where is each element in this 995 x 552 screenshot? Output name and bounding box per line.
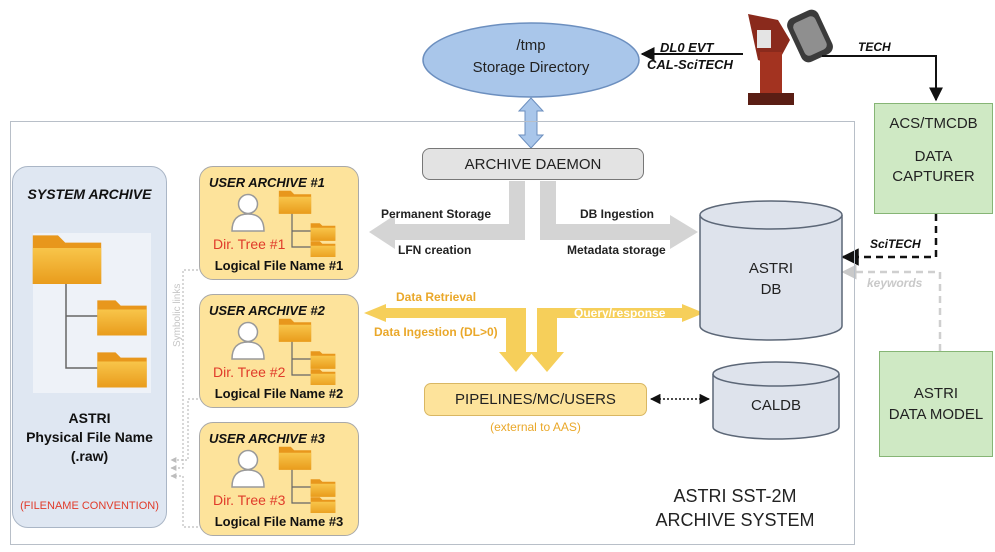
logical-file-name: Logical File Name #1 bbox=[214, 258, 344, 273]
db-ingestion-label: DB Ingestion bbox=[580, 207, 654, 221]
folder-icon bbox=[32, 235, 102, 284]
folder-tree-icon bbox=[278, 190, 336, 257]
physical-file-name: ASTRI Physical File Name (.raw) bbox=[26, 410, 153, 464]
user-icon bbox=[230, 319, 266, 361]
cal-scitech-label: CAL-SciTECH bbox=[647, 57, 733, 72]
tmp-storage-ellipse bbox=[422, 22, 640, 98]
astri-data-model-box: ASTRI DATA MODEL bbox=[879, 351, 993, 457]
folder-tree-icon bbox=[278, 318, 336, 385]
permanent-storage-arrow bbox=[369, 181, 525, 249]
telescope-icon bbox=[748, 9, 833, 105]
user-archive-2: USER ARCHIVE #2 Dir. Tree #2 Logical Fil… bbox=[199, 294, 359, 408]
data-retrieval-label: Data Retrieval bbox=[396, 290, 477, 304]
filename-convention: (FILENAME CONVENTION) bbox=[20, 500, 159, 512]
astri-db-label: ASTRI DB bbox=[748, 260, 794, 298]
dir-tree-label: Dir. Tree #2 bbox=[213, 364, 286, 380]
caldb-cylinder bbox=[712, 361, 840, 440]
folder-icon bbox=[97, 352, 147, 388]
query-response-arrow bbox=[530, 304, 704, 372]
caldb-label: CALDB bbox=[750, 397, 802, 414]
symbolic-link-lines bbox=[170, 269, 198, 528]
scitech-dashed-arrow bbox=[841, 214, 938, 266]
system-archive-folder-tree bbox=[32, 233, 151, 393]
db-ingestion-arrow bbox=[540, 181, 698, 249]
lfn-creation-label: LFN creation bbox=[398, 243, 472, 257]
metadata-storage-label: Metadata storage bbox=[567, 243, 666, 257]
folder-tree-icon bbox=[278, 446, 336, 513]
archive-daemon-box: ARCHIVE DAEMON bbox=[422, 148, 644, 180]
keywords-dashed-arrow bbox=[841, 264, 942, 351]
tech-label: TECH bbox=[858, 40, 891, 54]
logical-file-name: Logical File Name #2 bbox=[214, 386, 344, 401]
dir-tree-label: Dir. Tree #1 bbox=[213, 236, 286, 252]
tmp-storage-label: /tmp Storage Directory bbox=[472, 37, 590, 76]
user-archive-title: USER ARCHIVE #1 bbox=[209, 175, 325, 190]
system-archive-title: SYSTEM ARCHIVE bbox=[27, 186, 152, 202]
user-icon bbox=[230, 191, 266, 233]
permanent-storage-label: Permanent Storage bbox=[381, 207, 492, 221]
data-ingestion-label: Data Ingestion (DL>0) bbox=[374, 325, 498, 339]
tech-arrow bbox=[822, 55, 943, 102]
scitech-label: SciTECH bbox=[870, 237, 921, 251]
pipelines-box: PIPELINES/MC/USERS bbox=[424, 383, 647, 416]
user-archive-title: USER ARCHIVE #2 bbox=[209, 303, 325, 318]
symbolic-links-label: Symbolic links bbox=[172, 283, 183, 347]
user-archive-3: USER ARCHIVE #3 Dir. Tree #3 Logical Fil… bbox=[199, 422, 359, 536]
external-note: (external to AAS) bbox=[490, 420, 581, 434]
acs-data-capturer-box: ACS/TMCDB DATA CAPTURER bbox=[874, 103, 993, 214]
user-icon bbox=[230, 447, 266, 489]
archive-system-title: ASTRI SST-2M ARCHIVE SYSTEM bbox=[655, 486, 815, 530]
user-archive-1: USER ARCHIVE #1 Dir. Tree #1 Logical Fil… bbox=[199, 166, 359, 280]
keywords-label: keywords bbox=[867, 276, 923, 290]
dl0-evt-label: DL0 EVT bbox=[660, 40, 714, 55]
archive-system-frame bbox=[10, 121, 855, 545]
astri-db-cylinder bbox=[699, 200, 843, 341]
data-retrieval-ingestion-arrow bbox=[364, 304, 533, 372]
folder-icon bbox=[97, 300, 147, 336]
dir-tree-label: Dir. Tree #3 bbox=[213, 492, 286, 508]
logical-file-name: Logical File Name #3 bbox=[214, 514, 344, 529]
user-archive-title: USER ARCHIVE #3 bbox=[209, 431, 325, 446]
query-response-label: Query/response bbox=[574, 306, 666, 320]
